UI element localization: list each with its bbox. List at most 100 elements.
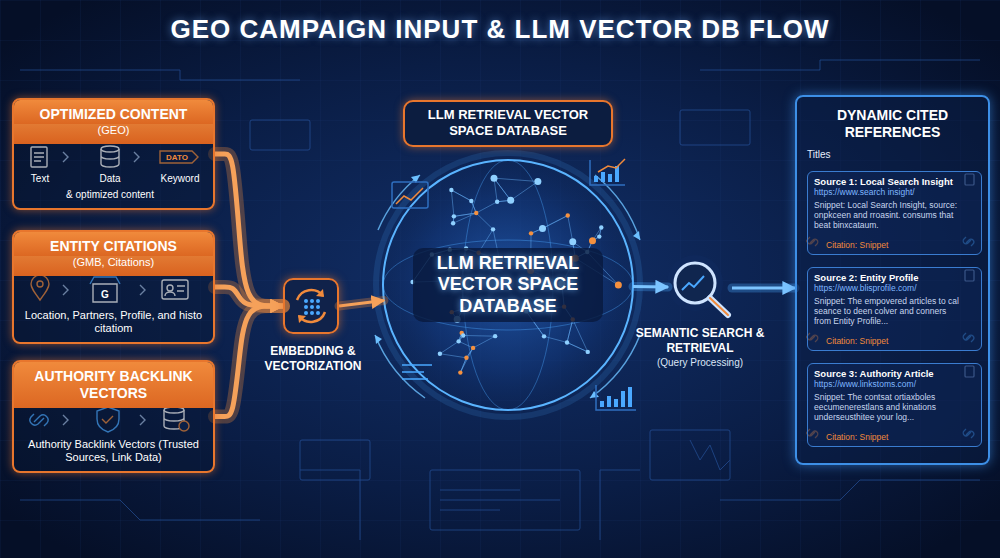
decor-rect (430, 470, 580, 530)
decor-circle (304, 305, 308, 309)
node-text: Snippet: The empovered articles to cal s… (814, 296, 963, 327)
node-heading: Source 1: Local Search Insight (814, 176, 963, 187)
network-dot (586, 350, 590, 354)
icon-label: & optimized content (66, 189, 154, 200)
network-link (453, 213, 476, 223)
decor-path (596, 166, 617, 182)
network-link (476, 202, 497, 213)
node-text: Snippet: Local Search Insight, source: o… (814, 200, 963, 231)
decor-path (378, 175, 420, 230)
network-link (440, 341, 459, 353)
network-dot (491, 175, 498, 182)
node-text: Snippet: The contsat ortiaxboles eecumen… (814, 392, 963, 423)
decor-g (375, 175, 640, 398)
mini-charts (392, 159, 636, 410)
icon-node: EMBEDDING & VECTORIZATION (283, 278, 339, 334)
network-dot (529, 231, 533, 235)
connector-glow (215, 154, 283, 306)
network-dot (452, 214, 456, 218)
network-dot (589, 237, 596, 244)
magnifier-icon (667, 255, 728, 315)
flow-connector (633, 285, 668, 288)
decor-path (298, 289, 324, 323)
node-heading: AUTHORITY BACKLINK VECTORS (14, 362, 213, 408)
diagram-title: GEO CAMPAIGN INPUT & LLM VECTOR DB FLOW (0, 14, 1000, 45)
decor-path (602, 387, 630, 407)
icon-label: Text (31, 173, 49, 184)
decor-path (396, 188, 423, 204)
node-text: Citation: Snippet (814, 430, 963, 442)
decor-circle (383, 160, 633, 410)
decor-path (720, 480, 980, 500)
decor-path (375, 335, 382, 344)
decor-circle (310, 299, 314, 303)
decor-path (710, 298, 728, 315)
network-dot (449, 188, 453, 192)
decor-path (375, 335, 425, 398)
decor-path (700, 60, 980, 70)
decor-path (596, 385, 636, 410)
icon-label: Keyword (161, 173, 200, 184)
icon-label: Data (99, 173, 120, 184)
network-dot (464, 356, 468, 360)
node-text: Citation: Snippet (814, 334, 963, 346)
decor-path (590, 160, 625, 185)
connector-glow (732, 284, 795, 293)
network-dot (542, 334, 546, 338)
decor-path (20, 500, 260, 520)
decor-circle (316, 305, 320, 309)
network-dot (566, 213, 570, 217)
decor-g (215, 154, 795, 417)
source-card: Source 1: Local Search Insighthttps://ww… (807, 171, 982, 255)
source-card: Source 2: Entity Profilehttps://www.blis… (807, 267, 982, 351)
network-link (459, 341, 473, 348)
node-text: https://www.blisprofile.com/ (814, 283, 963, 294)
network-link (451, 190, 454, 216)
node-heading: Source 3: Authority Article (814, 368, 963, 379)
decor-g (410, 175, 621, 375)
source-card: Source 3: Authority Articlehttps://www.l… (807, 363, 982, 447)
network-link (567, 342, 588, 351)
network-link (511, 181, 538, 200)
decor-path (440, 490, 560, 510)
network-link (460, 358, 466, 373)
network-link (494, 178, 538, 181)
node-heading: EMBEDDING & VECTORIZATION (233, 344, 393, 374)
connector-glow (633, 282, 668, 291)
network-dot (491, 227, 495, 231)
decor-rect (680, 110, 750, 145)
decor-path (590, 335, 640, 398)
node-caption: EMBEDDING & VECTORIZATION (233, 344, 393, 374)
network-link (476, 213, 493, 229)
flow-connector (215, 287, 283, 306)
decor-path (598, 159, 625, 172)
lbox-node: ENTITY CITATIONS(GMB, Citations)Location… (12, 230, 215, 344)
network-link (451, 190, 471, 201)
decor-circle (316, 311, 320, 315)
panel-node: DYNAMIC CITED REFERENCESTitlesSource 1: … (795, 95, 990, 465)
decor-rect (392, 182, 428, 208)
decor-circle (310, 311, 314, 315)
network-link (473, 336, 495, 348)
decor-path (633, 231, 640, 240)
network-link (568, 216, 573, 242)
node-heading: ENTITY CITATIONS (14, 232, 213, 256)
decor-g (304, 299, 320, 315)
decor-circle (376, 153, 640, 417)
node-text: Citation: Snippet (814, 238, 963, 250)
node-caption: SEMANTIC SEARCH & RETRIEVAL(Query Proces… (620, 326, 780, 369)
decor-path (710, 298, 728, 315)
network-dot (461, 333, 465, 337)
flow-connector (339, 300, 384, 306)
icon2-node: SEMANTIC SEARCH & RETRIEVAL(Query Proces… (668, 258, 732, 318)
decor-ellipse (383, 240, 633, 330)
network-link (460, 358, 466, 373)
network-link (543, 216, 568, 229)
network-dot (493, 334, 497, 338)
sphere-art (375, 153, 640, 417)
network-dot (507, 197, 514, 204)
node-heading: LLM RETRIEVAL VECTOR SPACE DATABASE (413, 107, 603, 140)
